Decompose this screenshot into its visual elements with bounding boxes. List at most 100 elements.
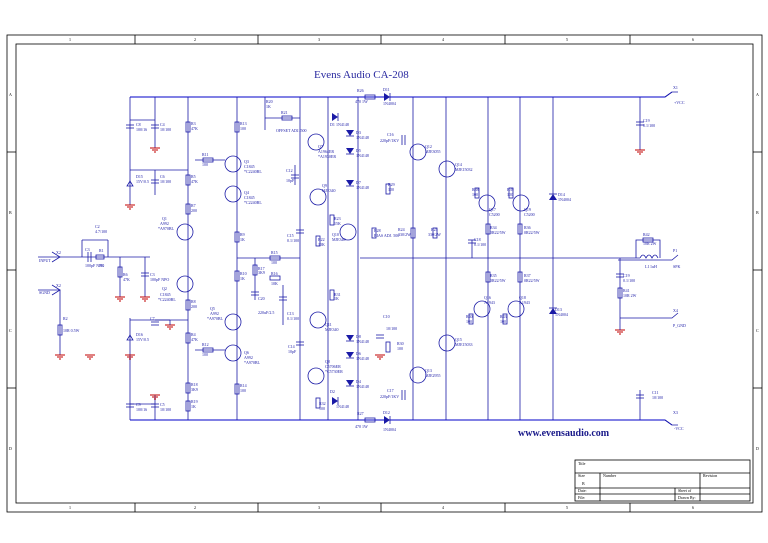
port-speaker: P1 SPK [618,248,680,269]
part-q19: C5200 [524,212,535,217]
transistor-q14: Q14 MJE15032 [438,160,473,178]
value-c16: 220pF/1KV [380,138,399,143]
label-r21: R21 [281,110,288,115]
label-r18: R18 [191,382,198,387]
label-q1: Q1 [162,216,167,221]
row-mark-a: A [9,92,12,97]
value-d2: 1N4148 [336,404,349,409]
label-c8: C8 [136,122,141,127]
value-r4: 47K [191,337,198,342]
value-r26: 470 1W [355,99,368,104]
value-r13: 100 [240,126,246,131]
tb-sheet-label: Sheet of [678,488,692,493]
label-r4: R4 [191,332,196,337]
port-vcc-neg-designator: X3 [673,410,678,415]
label-r6: R6 [123,272,128,277]
label-r40: R40 [466,314,473,319]
label-c18: C18 [474,237,481,242]
label-c12: C12 [286,168,293,173]
label-r42: R42 [643,232,650,237]
value-r9: 1K [240,237,245,242]
row-mark-a-right: A [756,92,759,97]
port-signal-gnd: SGND X2 [38,283,61,355]
decoupling-left: C8 100/16 C4 10/100 D15 15V/0.5 C6 10/10… [126,119,188,412]
diode-string-upper: D1 1N4148 D3 1N4148 D5 1N4148 D7 1N4148 [330,113,369,190]
inner-border [15,43,754,504]
value-c1: 0.1/100 [623,278,635,283]
port-vcc-pos-label: +VCC [674,100,685,105]
col-mark-1: 1 [69,37,71,42]
value-d13: 1N4004 [555,312,568,317]
label-d5: D5 [356,148,361,153]
value-r23: 15K [334,221,341,226]
label-c1: C19 [623,273,630,278]
tb-title-label: Title [578,461,586,466]
tb-revision-label: Revision [703,473,717,478]
value-c14: 10pF [288,349,297,354]
label-q10: Q10 [332,232,339,237]
value-c4: 10/100 [160,127,171,132]
label-c15: C15 [287,233,294,238]
row-mark-c: C [9,328,12,333]
value-r14: 100 [240,388,246,393]
label-q12: Q12 [425,144,432,149]
port-vcc-neg: X3 -VCC [664,410,684,431]
part-q8: C5706ER [325,364,341,369]
transistor-q12: Q12 MJE3055 [409,143,441,161]
label-c17: C17 [387,388,394,393]
label-r7: R7 [191,203,196,208]
label-d2: D2 [330,389,335,394]
label-d14: D14 [558,192,565,197]
label-r9: R9 [240,232,245,237]
label-r17: R17 [258,266,265,271]
label-c13: C13 [287,311,294,316]
label-r30: R30 [397,341,404,346]
value-c13: 0.1/100 [287,316,299,321]
part-q15: MJE15033 [455,342,473,347]
part-q10: MJE340 [332,237,346,242]
value-c18: 0.1/100 [474,242,486,247]
value-d5: 1N4148 [356,153,369,158]
label-r13: R13 [240,121,247,126]
transistor-q15: Q15 MJE15033 [438,334,473,352]
label-d3: D3 [356,130,361,135]
col-mark-5: 5 [566,37,568,42]
label-r25: R25 [431,227,438,232]
value-d1: 1N4148 [336,122,349,127]
row-ticks: A B C D A B C D [7,92,762,451]
value-r28: BIAS ADJ. 500 [374,233,399,238]
value-l1: 1uH [650,264,657,269]
port-power-gnd: X4 P_GND [620,308,686,328]
label-q14: Q14 [455,162,462,167]
value-r25: 330/2W [428,232,441,237]
label-r8: R8 [191,299,196,304]
value-c3: 100pF NPO [150,277,169,282]
offset-adjust: R20 1K R21 OFFSET ADJ. 500 C12 10pF C15 … [265,99,307,354]
col-mark-3: 3 [318,37,320,42]
transistor-q3: Q3 C1845 *C2240BL [224,155,262,174]
value-r29: 100 [388,187,394,192]
value-r6: 47K [123,277,130,282]
value-r8: 200 [191,304,197,309]
value-r30: 100 [397,346,403,351]
label-d16: D16 [136,332,143,337]
port-input-label: INPUT [39,258,51,263]
value-d6: 1N4148 [356,356,369,361]
supply-rails [129,91,673,426]
port-signal-gnd-designator: X2 [56,283,61,288]
transistor-q8: Q8 C5706ER *C5730ER [307,359,343,385]
label-r27: R27 [357,411,364,416]
port-speaker-label: SPK [673,264,680,269]
rail-diodes: D11 1N4004 D12 1N4004 R26 470 1W R27 470… [355,87,396,432]
label-q15: Q15 [455,337,462,342]
part-q2: C1845 [160,292,171,297]
col-mark-6-bottom: 6 [692,505,694,510]
output-stage: C18 0.1/100 R34 0R22/5W R36 0R22/5W R35 … [360,118,663,400]
value-r20: 1K [266,104,271,109]
label-r34: R34 [490,225,497,230]
label-r19: R19 [191,399,198,404]
part-q7-sub: *A1930ER [318,154,336,159]
col-mark-1-bottom: 1 [69,505,71,510]
value-r2: 10R 0.5W [63,328,80,333]
